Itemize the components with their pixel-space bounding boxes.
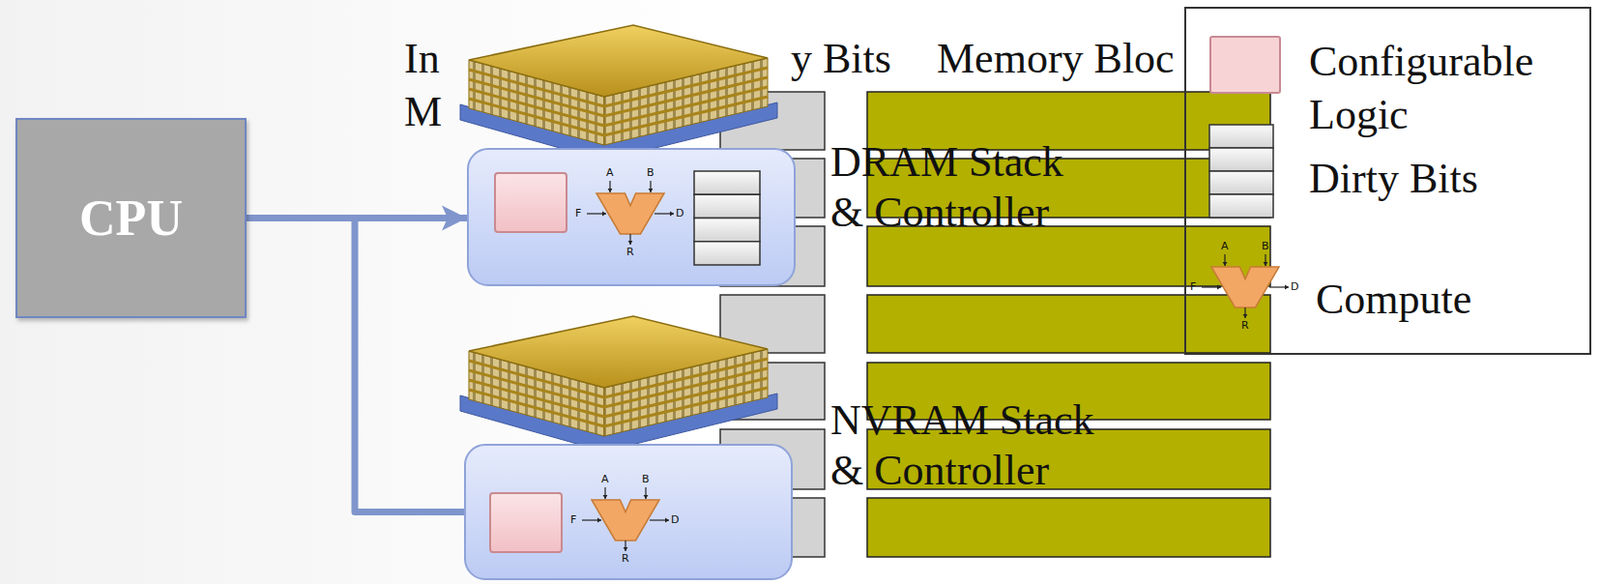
configurable-logic-block [494, 173, 567, 233]
configurable-logic-block [490, 493, 562, 553]
column-header: M [404, 87, 442, 138]
alu-port-head [623, 547, 629, 552]
legend-label: Configurable Logic [1309, 34, 1580, 142]
alu-port-head [669, 211, 674, 217]
alu-port-label: B [646, 166, 655, 179]
alu-port-label: A [1221, 239, 1229, 253]
alu-port-head [608, 188, 613, 193]
alu-port-label: B [1261, 239, 1270, 253]
alu-port-head [1217, 285, 1222, 291]
legend-box [1185, 7, 1591, 354]
alu-port-head [643, 494, 649, 499]
alu-port-head [603, 494, 609, 499]
alu-port-label: R [626, 245, 635, 259]
legend-label: Dirty Bits [1309, 151, 1580, 205]
dirty-bit-row [694, 171, 760, 195]
alu-port-head [602, 211, 607, 217]
alu-port-label: F [575, 206, 582, 220]
column-header: Memory Bloc [936, 33, 1175, 85]
dram-controller-box: DRAM Stack & Controller [466, 147, 796, 287]
alu-port-label: A [601, 472, 610, 486]
alu-port-head [665, 518, 670, 524]
legend-icons [1201, 124, 1289, 319]
alu-port-head [1284, 285, 1289, 291]
dirty-bit-row [694, 218, 760, 242]
alu-port-label: F [570, 513, 577, 526]
dirty-bit-row [1209, 194, 1274, 218]
alu-port-head [648, 188, 654, 193]
legend-label: Compute [1315, 272, 1577, 326]
alu-port-head [597, 518, 602, 524]
cpu-label: CPU [79, 189, 183, 247]
memory-stack-illustration [460, 316, 778, 452]
alu-port-label: D [1290, 280, 1299, 293]
bus-connector [246, 218, 465, 513]
dirty-bit-row [1209, 171, 1274, 195]
memory-block [867, 294, 1271, 353]
alu-port-label: F [1190, 280, 1196, 293]
dirty-bit-row [694, 241, 760, 265]
dirty-bit-row [1209, 147, 1274, 172]
cpu-box: CPU [15, 117, 247, 319]
memory-block [867, 497, 1271, 557]
alu-port-head [1263, 261, 1269, 266]
column-header: y Bits [790, 33, 892, 85]
alu-symbol [1211, 266, 1280, 308]
alu-port-head [1222, 261, 1228, 266]
alu-port-label: D [670, 513, 679, 526]
alu-symbol [591, 499, 660, 541]
legend-swatch [1209, 35, 1281, 94]
alu-port-label: D [675, 206, 684, 220]
alu-symbol [596, 193, 665, 234]
alu-port-label: R [621, 552, 630, 565]
column-header: In [404, 33, 440, 85]
alu-port-label: A [606, 166, 614, 179]
dirty-bit-row [1209, 124, 1274, 148]
alu-port-label: B [641, 472, 650, 486]
stack-title: NVRAM Stack & Controller [830, 395, 1121, 496]
dirty-bit-row [694, 194, 760, 218]
memory-stack-illustration [460, 25, 778, 161]
stack-title: DRAM Stack & Controller [830, 137, 1092, 238]
alu-port-head [1243, 314, 1249, 319]
alu-port-label: R [1241, 319, 1250, 332]
alu-port-head [628, 240, 634, 245]
controller-icons [468, 149, 794, 285]
